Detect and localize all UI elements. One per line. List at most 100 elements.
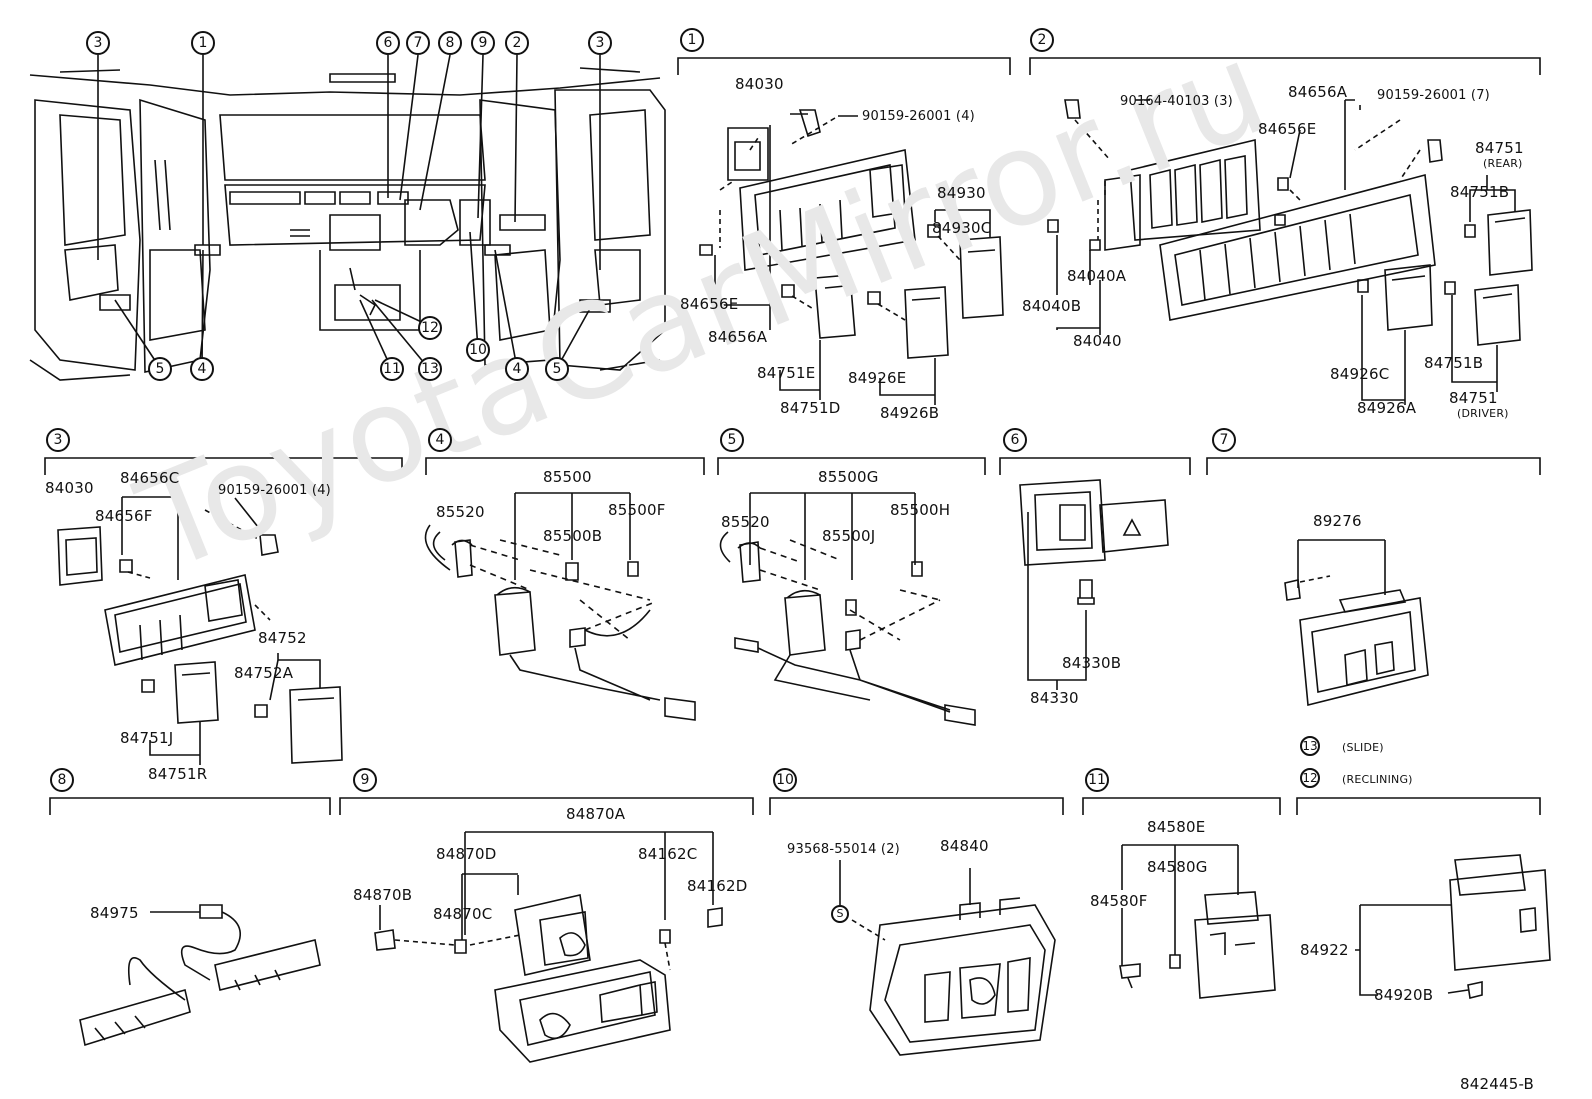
part-label: 84920B xyxy=(1374,986,1434,1004)
section-1-number: 1 xyxy=(680,28,704,52)
part-label: 84751D xyxy=(780,399,841,417)
part-label: 85500H xyxy=(890,501,951,519)
part-label: 84870A xyxy=(566,805,626,823)
part-label: 84930 xyxy=(937,184,986,202)
callout-4-left: 4 xyxy=(190,357,214,381)
section-7-number: 7 xyxy=(1212,428,1236,452)
section-8-drawing xyxy=(79,904,321,1047)
part-label: 84926E xyxy=(848,369,907,387)
section-3-drawing xyxy=(57,496,343,765)
section-6-drawing xyxy=(1019,479,1169,690)
part-label: 84926B xyxy=(880,404,940,422)
callout-11: 11 xyxy=(380,357,404,381)
part-label: 90159-26001 (4) xyxy=(862,109,975,124)
part-label: 85500F xyxy=(608,501,666,519)
callout-12: 12 xyxy=(418,316,442,340)
part-label: 89276 xyxy=(1313,512,1362,530)
part-label: 84656E xyxy=(1258,120,1317,138)
callout-4-right: 4 xyxy=(505,357,529,381)
section-9-drawing xyxy=(374,831,723,1063)
callout-5-left: 5 xyxy=(148,357,172,381)
part-label: 84751R xyxy=(148,765,208,783)
part-label: (DRIVER) xyxy=(1457,407,1509,420)
section-10-number: 10 xyxy=(773,768,797,792)
part-label: 84751 xyxy=(1449,389,1498,407)
part-label: (REAR) xyxy=(1483,157,1523,170)
s-symbol: S xyxy=(831,905,849,923)
part-label: 84751 xyxy=(1475,139,1524,157)
part-label: 84930C xyxy=(932,219,992,237)
part-label: 85500 xyxy=(543,468,592,486)
part-label: 85500B xyxy=(543,527,603,545)
section-1-drawing xyxy=(699,109,1004,405)
part-label: 85500G xyxy=(818,468,879,486)
part-label: 84751B xyxy=(1450,183,1510,201)
part-label: 84580E xyxy=(1147,818,1206,836)
callout-7: 7 xyxy=(406,31,430,55)
part-label: 84752A xyxy=(234,664,294,682)
section-11-number: 11 xyxy=(1085,768,1109,792)
diagram-code: 842445-B xyxy=(1460,1075,1535,1093)
callout-10: 10 xyxy=(466,338,490,362)
section-9-number: 9 xyxy=(353,768,377,792)
section-12-drawing xyxy=(1355,854,1551,999)
part-label: 84656C xyxy=(120,469,180,487)
section-8-number: 8 xyxy=(50,768,74,792)
callout-9: 9 xyxy=(471,31,495,55)
part-label: 84752 xyxy=(258,629,307,647)
note-12-text: (RECLINING) xyxy=(1342,773,1413,786)
part-label: 84040B xyxy=(1022,297,1082,315)
interior-overview-drawing xyxy=(29,54,666,381)
part-label: 84580F xyxy=(1090,892,1148,910)
callout-6: 6 xyxy=(376,31,400,55)
part-label: 84926A xyxy=(1357,399,1417,417)
part-label: 84870C xyxy=(433,905,493,923)
part-label: 84870D xyxy=(436,845,497,863)
part-label: 84330B xyxy=(1062,654,1122,672)
part-label: 90159-26001 (7) xyxy=(1377,88,1490,103)
part-label: 84656A xyxy=(1288,83,1348,101)
note-13-number: 13 xyxy=(1300,736,1320,756)
part-label: 85520 xyxy=(721,513,770,531)
part-label: 90164-40103 (3) xyxy=(1120,94,1233,109)
section-7-drawing xyxy=(1284,539,1429,707)
section-6-number: 6 xyxy=(1003,428,1027,452)
note-12-number: 12 xyxy=(1300,768,1320,788)
part-label: 84975 xyxy=(90,904,139,922)
part-label: 84656A xyxy=(708,328,768,346)
section-11-drawing xyxy=(1119,844,1276,999)
callout-8: 8 xyxy=(438,31,462,55)
part-label: 85500J xyxy=(822,527,876,545)
part-label: 90159-26001 (4) xyxy=(218,483,331,498)
part-label: 84656F xyxy=(95,507,153,525)
part-label: 84751E xyxy=(757,364,816,382)
callout-5-right: 5 xyxy=(545,357,569,381)
part-label: 84926C xyxy=(1330,365,1390,383)
callout-13: 13 xyxy=(418,357,442,381)
part-label: 84870B xyxy=(353,886,413,904)
part-label: 84330 xyxy=(1030,689,1079,707)
part-label: 84840 xyxy=(940,837,989,855)
section-5-drawing xyxy=(719,492,976,726)
part-label: 84751B xyxy=(1424,354,1484,372)
part-label: 84030 xyxy=(45,479,94,497)
callout-1: 1 xyxy=(191,31,215,55)
part-label: 84040 xyxy=(1073,332,1122,350)
section-4-drawing xyxy=(424,492,696,721)
part-label: 84040A xyxy=(1067,267,1127,285)
section-5-number: 5 xyxy=(720,428,744,452)
part-label: 84162D xyxy=(687,877,748,895)
part-label: 93568-55014 (2) xyxy=(787,842,900,857)
part-label: 85520 xyxy=(436,503,485,521)
section-10-drawing xyxy=(839,860,1056,1056)
section-2-drawing xyxy=(1047,99,1533,405)
part-label: 84751J xyxy=(120,729,174,747)
section-frames xyxy=(44,57,1541,815)
note-13-text: (SLIDE) xyxy=(1342,741,1384,754)
callout-2: 2 xyxy=(505,31,529,55)
section-3-number: 3 xyxy=(46,428,70,452)
part-label: 84030 xyxy=(735,75,784,93)
section-4-number: 4 xyxy=(428,428,452,452)
part-label: 84162C xyxy=(638,845,698,863)
section-2-number: 2 xyxy=(1030,28,1054,52)
